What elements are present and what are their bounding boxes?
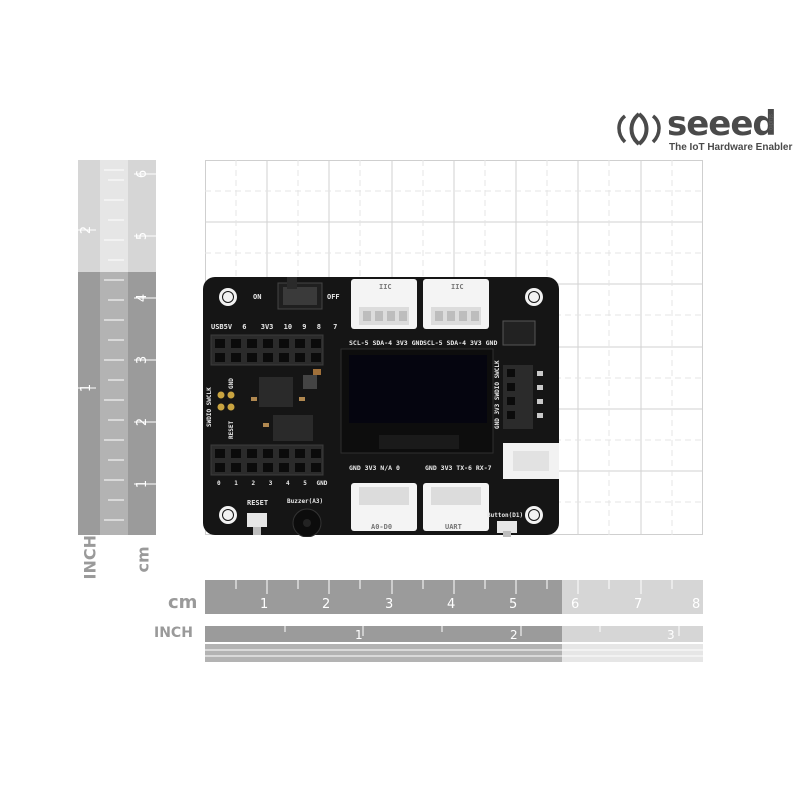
chip xyxy=(502,320,536,346)
top-header-labels: USB5V 6 3V3 10 9 8 7 xyxy=(211,323,337,331)
right-header-label: GND 3V3 SWDIO SWCLK xyxy=(494,360,501,429)
grove-connector-a0-d0[interactable] xyxy=(351,483,417,531)
ruler-bottom-cm-7: 7 xyxy=(634,597,642,612)
right-pin-header xyxy=(503,365,543,429)
ruler-bottom-inch-2: 2 xyxy=(510,628,518,642)
left-ruler: 2 1 6 5 4 3 2 1 xyxy=(78,160,156,535)
ruler-left-cm-5: 5 xyxy=(135,232,150,240)
grove-connector-iic-1[interactable] xyxy=(351,279,417,329)
ruler-left-cm-4: 4 xyxy=(135,294,150,302)
iic-connector-label-1: IIC xyxy=(379,283,392,291)
reset-button[interactable] xyxy=(247,513,267,535)
ruler-bottom-inch-3: 3 xyxy=(667,628,675,642)
ruler-left-inch-1: 1 xyxy=(79,384,94,392)
iic-pins-left: SCL-5 SDA-4 3V3 GND xyxy=(349,339,423,347)
ruler-bottom-cm-5: 5 xyxy=(509,597,517,612)
bottom-pin-header xyxy=(210,444,324,476)
logo-wordmark: seeed xyxy=(667,104,777,144)
swd-pads xyxy=(217,391,235,411)
ruler-bottom-cm-4: 4 xyxy=(447,597,455,612)
ruler-bottom-cm-unit: cm xyxy=(168,592,198,613)
smd-components xyxy=(251,369,321,441)
user-button[interactable] xyxy=(497,521,517,537)
bottom-pins-left: GND 3V3 N/A 0 xyxy=(349,464,400,472)
ruler-bottom-inch-unit: INCH xyxy=(154,625,193,641)
reset-small-label: RESET xyxy=(228,421,235,439)
iic-connector-label-2: IIC xyxy=(451,283,464,291)
ruler-bottom-cm-8: 8 xyxy=(692,597,700,612)
buzzer xyxy=(292,508,322,537)
bottom-pins-right: GND 3V3 TX-6 RX-7 xyxy=(425,464,492,472)
ruler-left-inch-unit: INCH xyxy=(80,535,100,580)
switch-off-label: OFF xyxy=(327,293,340,301)
battery-connector[interactable] xyxy=(503,443,559,479)
oled-display xyxy=(340,348,494,454)
ruler-left-inch-2: 2 xyxy=(79,226,94,234)
ruler-left-cm-3: 3 xyxy=(135,356,150,364)
ruler-bottom-cm-2: 2 xyxy=(322,597,330,612)
ruler-left-cm-1: 1 xyxy=(135,480,150,488)
grove-connector-uart[interactable] xyxy=(423,483,489,531)
buzzer-label: Buzzer(A3) xyxy=(287,498,323,505)
ruler-left-cm-2: 2 xyxy=(135,418,150,426)
gnd-label: GND xyxy=(228,378,235,389)
ruler-left-cm-6: 6 xyxy=(135,170,150,178)
swd-label: SWDIO SWCLK xyxy=(206,387,213,427)
ruler-left-cm-unit: cm xyxy=(133,546,153,573)
reset-label: RESET xyxy=(247,499,268,507)
expansion-board: ON OFF IIC IIC SCL-5 SDA-4 3V3 GND SCL-5… xyxy=(203,277,559,537)
seeed-logo: seeed studio The IoT Hardware Enabler xyxy=(615,104,792,156)
logo-small-text: studio xyxy=(767,114,773,131)
ruler-bottom-cm-3: 3 xyxy=(385,597,393,612)
ruler-bottom-cm-1: 1 xyxy=(260,597,268,612)
power-switch[interactable] xyxy=(277,277,323,310)
switch-on-label: ON xyxy=(253,293,261,301)
bottom-ruler: 1 2 3 4 5 6 7 8 1 2 3 xyxy=(205,580,703,662)
grove-connector-iic-2[interactable] xyxy=(423,279,489,329)
button-d1-label: Button(D1) xyxy=(487,512,523,519)
uart-label: UART xyxy=(445,523,462,531)
a0-d0-label: A0-D0 xyxy=(371,523,392,531)
logo-tagline: The IoT Hardware Enabler xyxy=(669,142,793,153)
seeed-logo-mark-icon xyxy=(617,112,661,146)
iic-pins-right: SCL-5 SDA-4 3V3 GND xyxy=(423,339,497,347)
bottom-header-labels: 0 1 2 3 4 5 GND xyxy=(217,480,328,487)
ruler-bottom-inch-1: 1 xyxy=(355,628,363,642)
ruler-bottom-cm-6: 6 xyxy=(571,597,579,612)
